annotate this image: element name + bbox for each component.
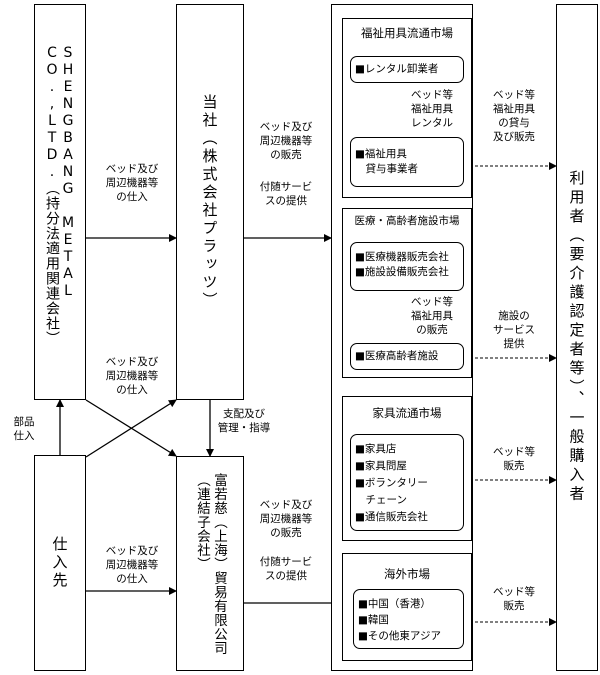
users-label: 利用者（要介護認定者等）、一般購入者 (567, 170, 586, 505)
welfare-market-title: 福祉用具流通市場 (361, 26, 453, 40)
arrow-shengbang-to-subsidiary (85, 399, 177, 457)
overseas-list: ■中国（香港） ■韓国 ■その他東アジア (353, 589, 464, 649)
company-box: 当社（株式会社プラッツ） (176, 4, 244, 400)
welfare-to-users-label: ベッド等 福祉用具 の貸与 及び販売 (493, 89, 535, 143)
supplier-box: 仕入先 (34, 455, 86, 671)
welfare-inner-flow: ベッド等 福祉用具 レンタル (411, 89, 453, 129)
overseas-market-title: 海外市場 (384, 567, 430, 581)
medical-market-title: 医療・高齢者施設市場 (354, 215, 460, 227)
welfare-wholesaler: ■レンタル卸業者 (350, 56, 464, 83)
supplier-label: 仕入先 (50, 536, 69, 590)
furniture-list: ■家具店 ■家具問屋 ■ボランタリー チェーン ■通信販売会社 (350, 434, 464, 531)
subsidiary-label: 富若慈（上海）貿易有限公司 （連結子会社） (194, 472, 227, 655)
flow-bed-purchase-mid: ベッド及び 周辺機器等 の仕入 (105, 356, 159, 396)
medical-inner-flow: ベッド等 福祉用具 の販売 (411, 296, 453, 336)
flow-sales-bottom: ベッド及び 周辺機器等 の販売 (259, 499, 313, 539)
flow-service-bottom: 付随サービ スの提供 (259, 556, 313, 582)
medical-to-users-label: 施設の サービス 提供 (493, 310, 535, 350)
shengbang-box: SHENGBANG METAL CO.,LTD.（持分法適用関連会社） (34, 4, 86, 400)
flow-bed-purchase-bottom: ベッド及び 周辺機器等 の仕入 (105, 545, 159, 585)
flow-sales-top: ベッド及び 周辺機器等 の販売 (259, 121, 313, 161)
users-box: 利用者（要介護認定者等）、一般購入者 (556, 4, 598, 671)
company-label: 当社（株式会社プラッツ） (200, 94, 219, 310)
subsidiary-box: 富若慈（上海）貿易有限公司 （連結子会社） (176, 456, 244, 671)
furniture-market-title: 家具流通市場 (372, 406, 442, 420)
furniture-to-users-label: ベッド等 販売 (493, 446, 535, 472)
medical-facility: ■医療高齢者施設 (350, 343, 464, 370)
flow-service-top: 付随サービ スの提供 (259, 181, 313, 207)
medical-sellers: ■医療機器販売会社 ■施設設備販売会社 (350, 242, 464, 291)
shengbang-label: SHENGBANG METAL CO.,LTD.（持分法適用関連会社） (44, 45, 76, 346)
welfare-lender: ■福祉用具 貸与事業者 (350, 137, 464, 187)
overseas-to-users-label: ベッド等 販売 (493, 586, 535, 612)
flow-control: 支配及び 管理・指導 (217, 408, 271, 434)
flow-bed-purchase-top: ベッド及び 周辺機器等 の仕入 (105, 163, 159, 203)
flow-parts-purchase: 部品 仕入 (13, 416, 35, 442)
